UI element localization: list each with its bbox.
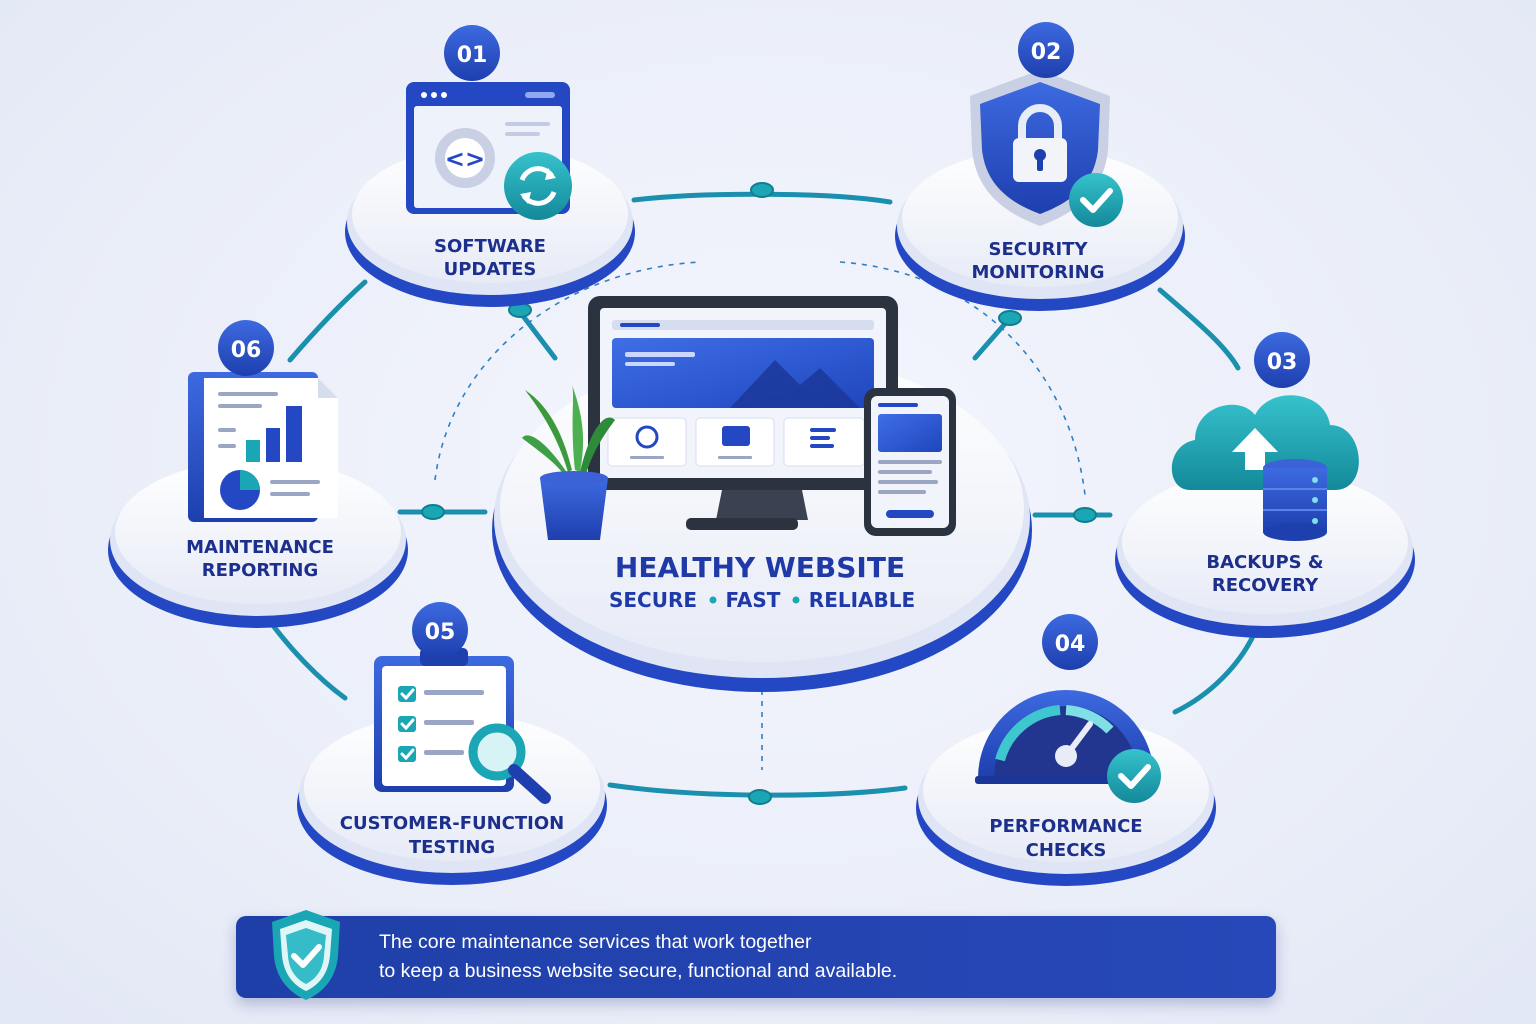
service-node-maintenance-reporting[interactable]: 06 MAINTENANCE REPORTING <box>108 320 408 628</box>
badge-04: 04 <box>1042 614 1098 670</box>
badge-02: 02 <box>1018 22 1074 78</box>
caption-banner: The core maintenance services that work … <box>236 910 1276 1000</box>
service-label: MAINTENANCE <box>186 537 334 558</box>
service-label: SECURITY <box>989 239 1089 260</box>
caption-line-2: to keep a business website secure, funct… <box>379 960 898 982</box>
monitor-icon <box>588 296 898 530</box>
badge-01: 01 <box>444 25 500 81</box>
hub-title: HEALTHY WEBSITE <box>615 551 905 584</box>
svg-text:02: 02 <box>1031 40 1062 65</box>
badge-06: 06 <box>218 320 274 376</box>
caption-line-1: The core maintenance services that work … <box>379 931 812 953</box>
service-label: CHECKS <box>1026 840 1107 861</box>
hub-tag-fast: FAST <box>726 588 781 612</box>
svg-text:<>: <> <box>445 145 485 173</box>
service-label: SOFTWARE <box>434 236 546 257</box>
service-node-customer-function-testing[interactable]: 05 CUSTOMER-FUNCTION TESTING <box>297 602 607 885</box>
dashed-guides <box>434 261 1086 770</box>
svg-text:04: 04 <box>1055 632 1086 657</box>
shield-lock-icon <box>970 70 1123 227</box>
service-label: MONITORING <box>972 262 1105 283</box>
service-label: BACKUPS & <box>1206 552 1323 573</box>
service-node-security-monitoring[interactable]: 02 SECURITY MONITORING <box>895 22 1185 311</box>
checklist-magnifier-icon <box>374 648 551 804</box>
hub-tag-reliable: RELIABLE <box>809 588 915 612</box>
svg-text:06: 06 <box>231 338 262 363</box>
hub-tag-secure: SECURE <box>609 588 697 612</box>
caption-text: The core maintenance services that work … <box>379 928 1239 986</box>
service-label: UPDATES <box>444 259 537 280</box>
shield-check-icon <box>272 910 340 1000</box>
service-label: REPORTING <box>202 560 319 581</box>
service-label: TESTING <box>409 837 495 858</box>
service-label: RECOVERY <box>1212 575 1319 596</box>
service-node-software-updates[interactable]: <> 01 SOFTWARE UPDATES <box>345 25 635 307</box>
svg-text:03: 03 <box>1267 350 1298 375</box>
badge-03: 03 <box>1254 332 1310 388</box>
hub-tags: SECURE FAST RELIABLE <box>609 588 915 612</box>
phone-icon <box>864 388 956 536</box>
service-label: CUSTOMER-FUNCTION <box>340 813 564 834</box>
svg-text:01: 01 <box>457 43 488 68</box>
badge-05: 05 <box>412 602 468 658</box>
report-chart-icon <box>188 372 338 522</box>
cloud-database-icon <box>1171 395 1359 541</box>
service-node-backups-recovery[interactable]: 03 BACKUPS & RECOVERY <box>1115 332 1415 638</box>
plant-icon <box>522 385 615 540</box>
svg-text:05: 05 <box>425 620 456 645</box>
service-label: PERFORMANCE <box>989 816 1142 837</box>
code-window-refresh-icon: <> <box>406 82 572 220</box>
speedometer-icon <box>975 690 1161 803</box>
service-node-performance-checks[interactable]: 04 PERFORMANCE CHECKS <box>916 614 1216 886</box>
